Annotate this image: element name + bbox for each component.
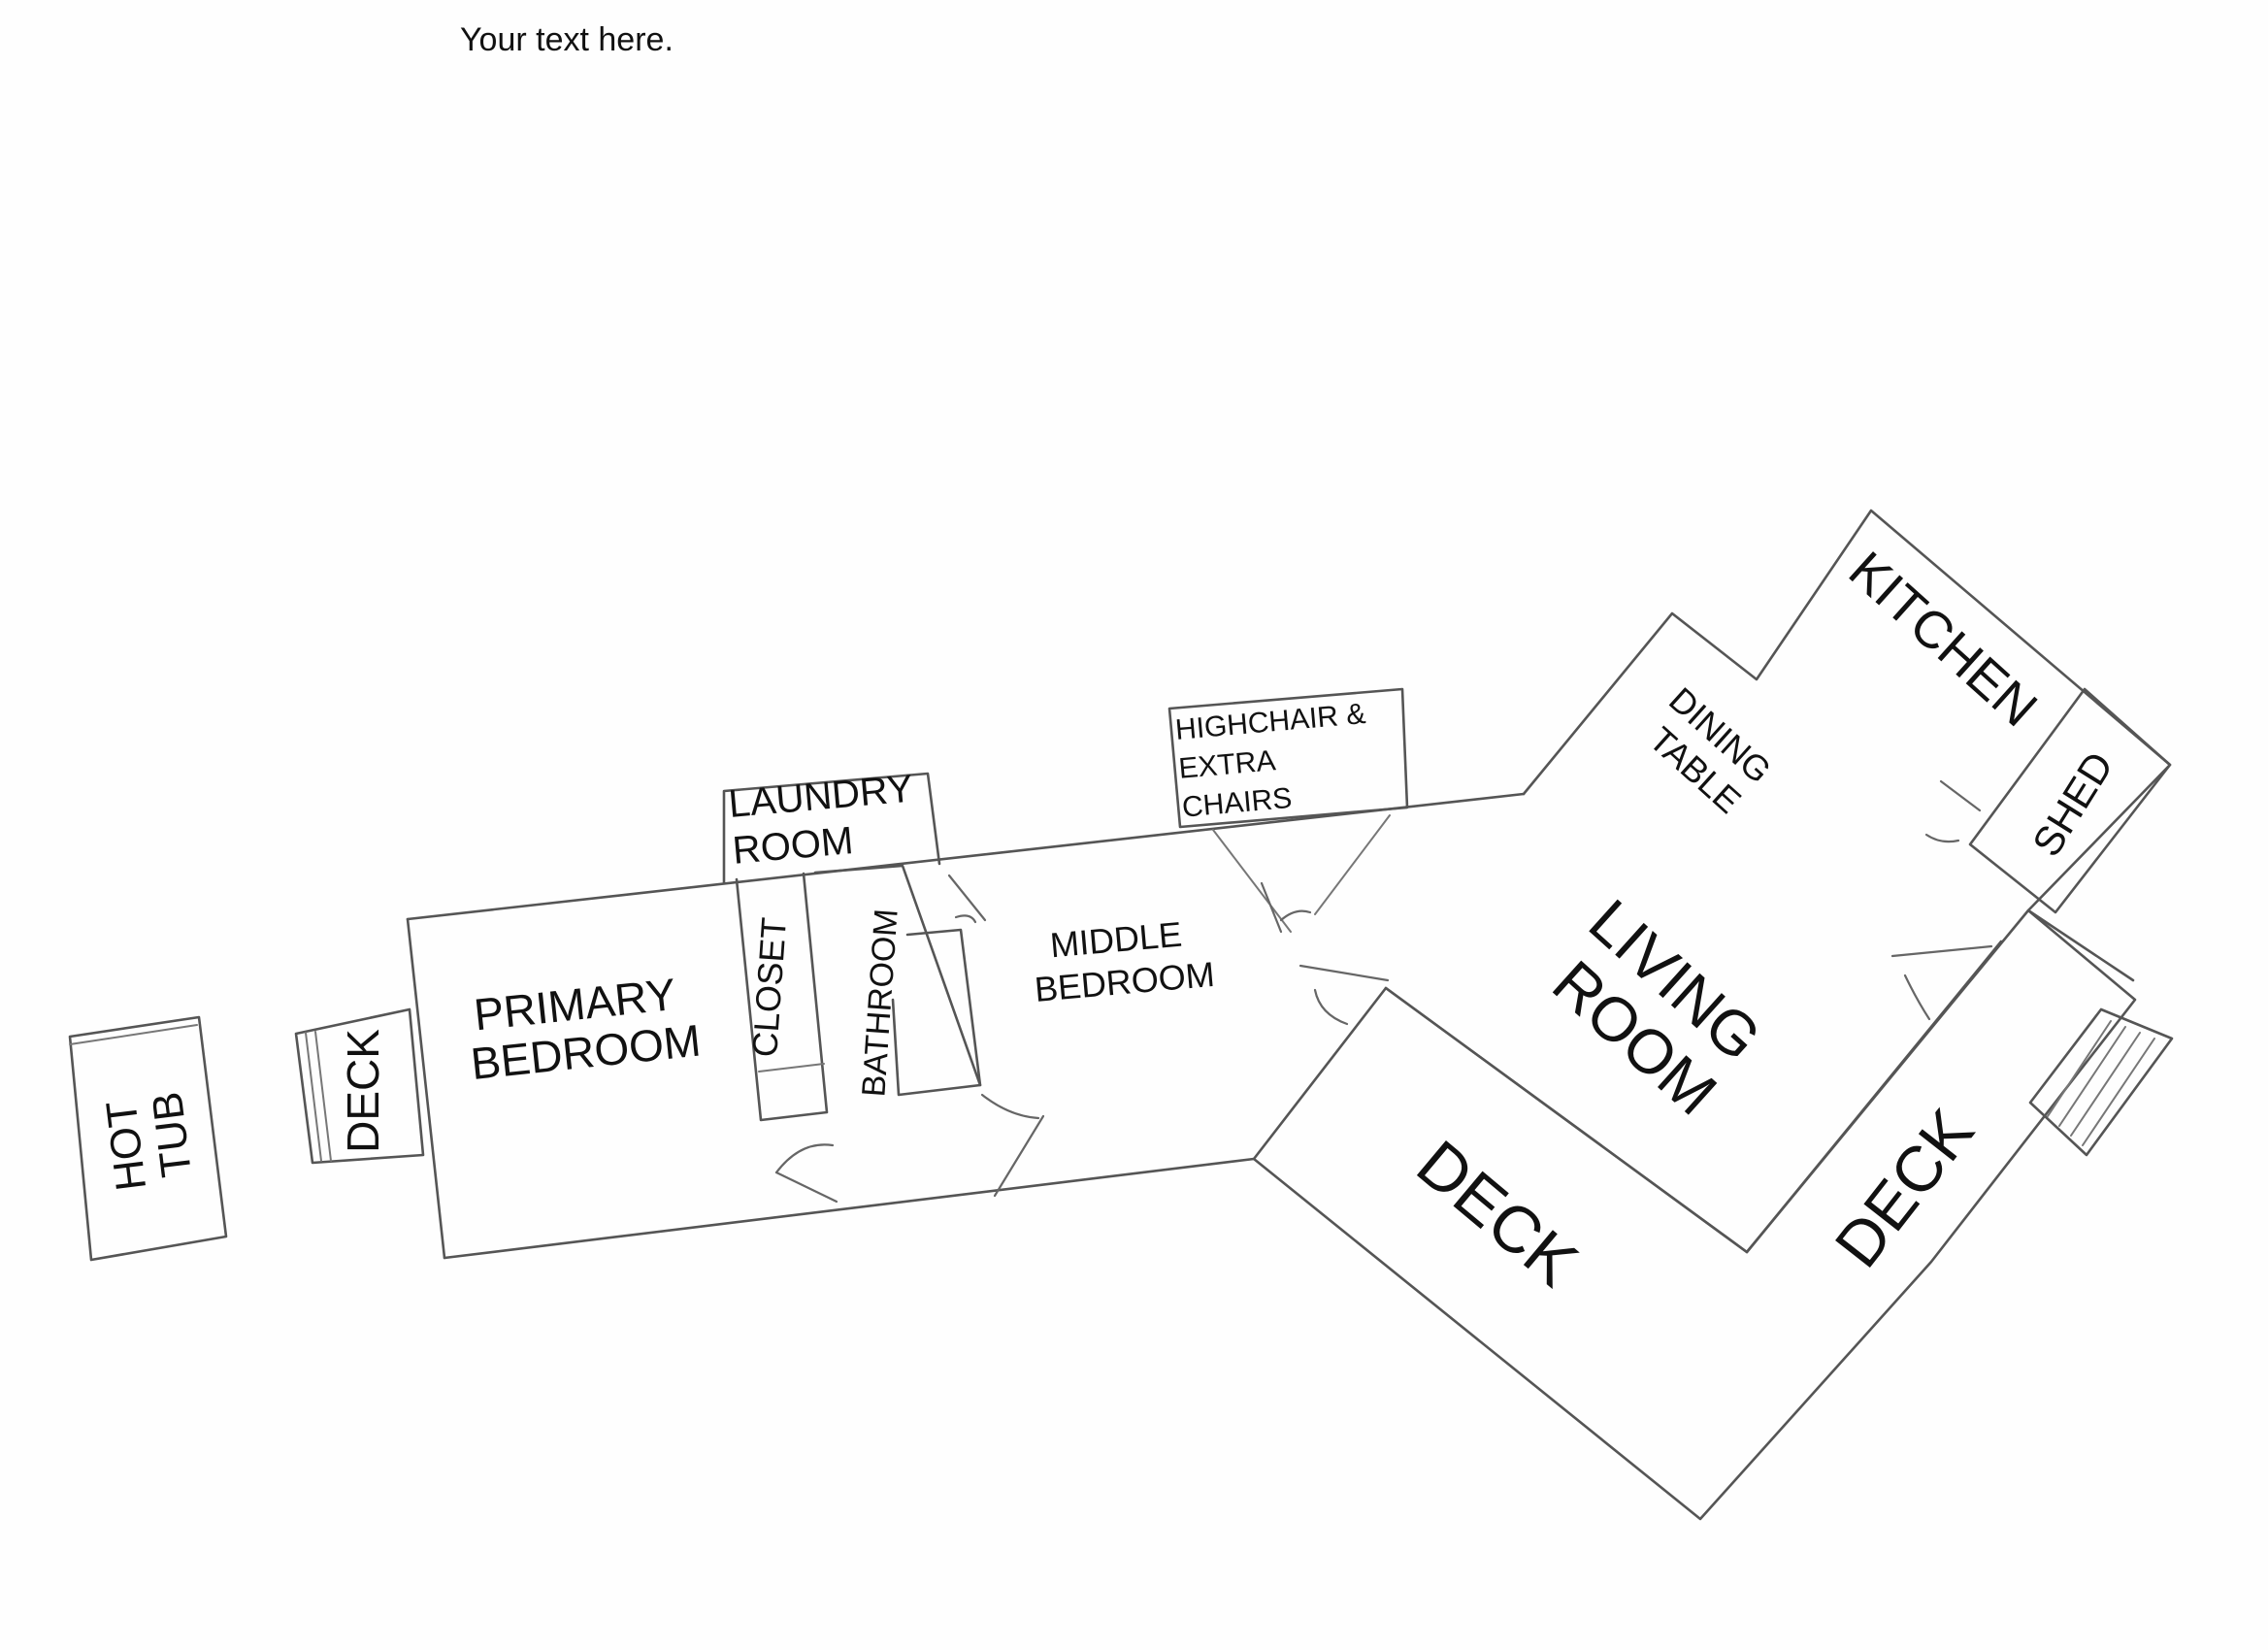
east-steps-outline — [2028, 1007, 2174, 1157]
highchair-label: HIGHCHAIR & EXTRA CHAIRS — [1174, 697, 1382, 823]
middle-bedroom-label: MIDDLE BEDROOM — [1029, 911, 1216, 1009]
primary-bedroom-label: PRIMARY BEDROOM — [463, 967, 703, 1089]
deck-west-outline — [294, 1007, 425, 1165]
deck-east-label: DECK — [1821, 1096, 1987, 1280]
laundry-room-outline — [722, 772, 941, 885]
deck-south-outline — [1252, 908, 2137, 1521]
main-wing-west-wall — [406, 917, 446, 1260]
main-wing-south-wall — [443, 1157, 1256, 1260]
living-room-label: LIVING ROOM — [1529, 886, 1788, 1138]
main-wing-north-wall — [406, 792, 1526, 921]
laundry-room-label: LAUNDRY ROOM — [727, 767, 929, 873]
deck-west-label: DECK — [338, 1029, 388, 1153]
highchair-area-outline — [1167, 687, 1409, 829]
shed-outline — [1968, 687, 2172, 914]
closet-outline — [735, 872, 829, 1122]
dining-table-label: DINING TABLE — [1633, 679, 1787, 829]
hot-tub-outline — [68, 1015, 228, 1262]
door-swings — [774, 779, 1993, 1204]
closet-label: CLOSET — [744, 916, 794, 1059]
deck-south-label: DECK — [1403, 1127, 1592, 1302]
hot-tub-label: HOT TUB — [96, 1081, 202, 1193]
header-text: Your text here. — [460, 21, 674, 58]
